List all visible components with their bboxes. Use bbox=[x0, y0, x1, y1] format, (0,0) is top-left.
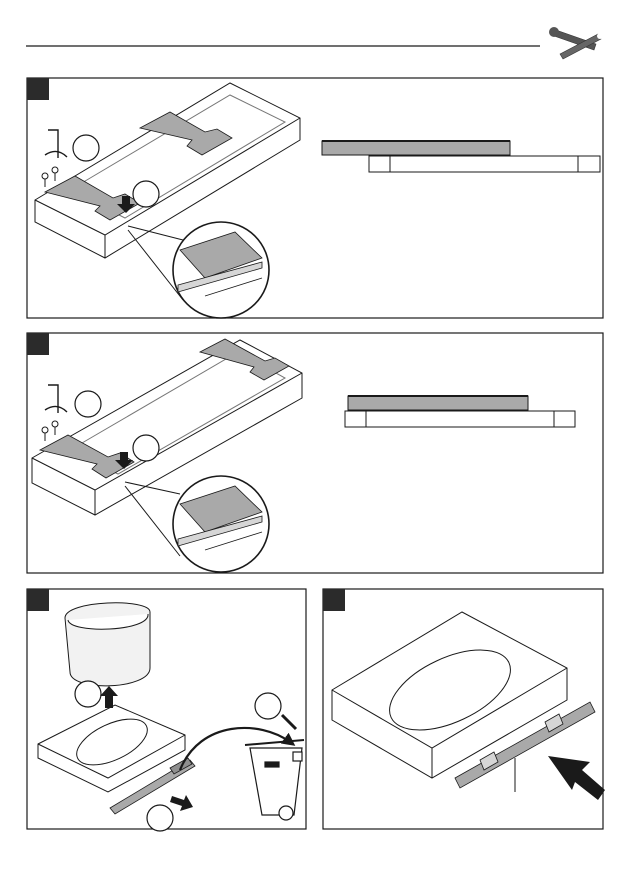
screwdriver-icon bbox=[282, 715, 296, 729]
panel-1 bbox=[27, 78, 603, 318]
tumbler-cup bbox=[65, 603, 150, 686]
panel-3 bbox=[27, 589, 306, 831]
step-marker bbox=[27, 78, 49, 100]
section-diagram bbox=[322, 141, 600, 172]
panel-2 bbox=[27, 333, 603, 573]
step-circle bbox=[147, 805, 173, 831]
basin-outline bbox=[35, 83, 300, 258]
step-circle bbox=[75, 391, 101, 417]
step-marker bbox=[27, 333, 49, 355]
screw-icon bbox=[42, 167, 58, 187]
step-circle bbox=[133, 181, 159, 207]
section-diagram bbox=[345, 396, 575, 427]
step-circle bbox=[133, 435, 159, 461]
panel-4 bbox=[323, 589, 605, 829]
recycle-bin-icon bbox=[245, 740, 304, 820]
tools-icon bbox=[549, 27, 603, 59]
screw-icon bbox=[42, 421, 58, 441]
hex-key-icon bbox=[45, 385, 67, 413]
detail-zoom bbox=[125, 476, 269, 572]
insert-arrow-icon bbox=[548, 756, 605, 800]
detail-zoom bbox=[128, 222, 269, 318]
step-marker bbox=[323, 589, 345, 611]
step-circle bbox=[73, 135, 99, 161]
step-marker bbox=[27, 589, 49, 611]
step-circle bbox=[75, 681, 101, 707]
step-circle bbox=[255, 693, 281, 719]
right-arrow-icon bbox=[170, 795, 193, 811]
hex-key-icon bbox=[45, 130, 67, 158]
holder-base bbox=[332, 612, 567, 778]
